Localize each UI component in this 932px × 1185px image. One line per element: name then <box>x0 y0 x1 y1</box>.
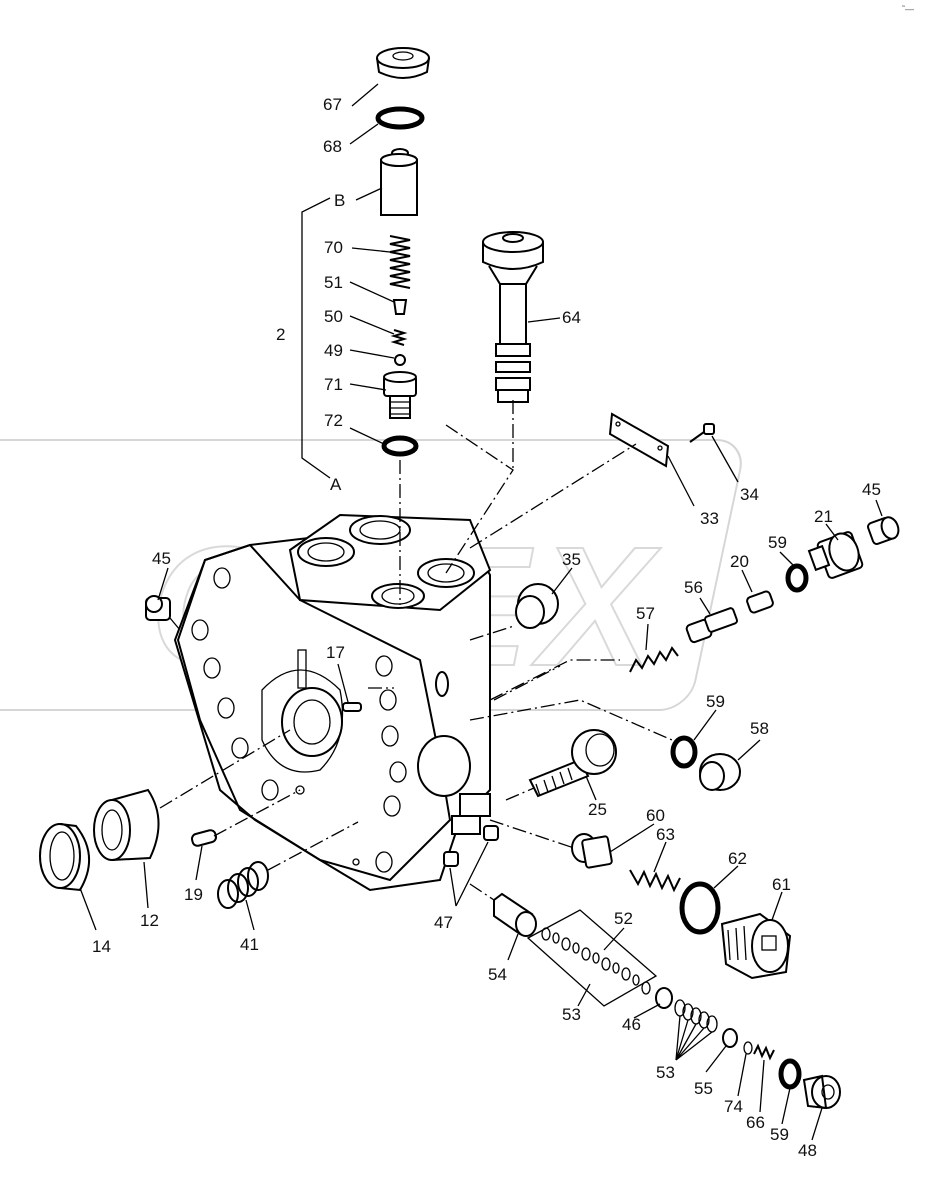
part-62-o-ring <box>679 881 721 935</box>
callout-60: 60 <box>646 806 665 825</box>
callout-b: B <box>334 191 345 210</box>
callout-57: 57 <box>636 604 655 623</box>
callout-34: 34 <box>740 485 759 504</box>
callout-47: 47 <box>434 913 453 932</box>
callout-51: 51 <box>324 273 343 292</box>
callout-25: 25 <box>588 800 607 819</box>
corner-mark: ˜— <box>901 4 914 14</box>
part-60-sleeve <box>571 833 613 869</box>
part-70-spring <box>389 235 411 289</box>
callout-35: 35 <box>562 550 581 569</box>
callout-71: 71 <box>324 375 343 394</box>
callout-70: 70 <box>324 238 343 257</box>
part-45-plug-right <box>867 516 900 545</box>
part-56-valve <box>685 607 738 644</box>
callout-58: 58 <box>750 719 769 738</box>
leader-53-fan <box>675 1015 713 1061</box>
callout-56: 56 <box>684 578 703 597</box>
callout-68: 68 <box>323 137 342 156</box>
part-17-pin <box>342 702 362 712</box>
callout-45-left: 45 <box>152 549 171 568</box>
callout-62: 62 <box>728 849 747 868</box>
part-52-washers <box>552 932 640 986</box>
part-34-screw <box>689 423 715 443</box>
callout-54: 54 <box>488 965 507 984</box>
part-20-pin <box>746 590 774 614</box>
part-57-spring <box>629 646 679 673</box>
callout-49: 49 <box>324 341 343 360</box>
callout-14: 14 <box>92 937 111 956</box>
part-25-bolt <box>528 729 617 798</box>
callout-63: 63 <box>656 825 675 844</box>
callout-48: 48 <box>798 1141 817 1160</box>
part-63-spring <box>629 869 681 893</box>
part-58-plug <box>699 753 741 791</box>
part-21-fitting <box>807 531 864 579</box>
part-74-washer <box>743 1041 753 1055</box>
part-66-spring <box>753 1043 775 1061</box>
callout-a: A <box>330 475 342 494</box>
callout-12: 12 <box>140 911 159 930</box>
callout-61: 61 <box>772 875 791 894</box>
callout-74: 74 <box>724 1097 743 1116</box>
assembly-lines <box>159 400 673 901</box>
callout-17: 17 <box>326 643 345 662</box>
callout-64: 64 <box>562 308 581 327</box>
part-72-o-ring <box>381 435 419 457</box>
part-53-shims-lower <box>674 999 718 1033</box>
part-48-plug <box>802 1074 841 1110</box>
part-33-plate <box>608 412 670 468</box>
part-59-o-ring-mid <box>670 735 698 769</box>
part-45-plug-left <box>145 595 171 621</box>
callout-53-upper: 53 <box>562 1005 581 1024</box>
part-59-o-ring-bottom <box>778 1058 802 1090</box>
part-12-bearing <box>93 788 160 861</box>
part-46-spacer <box>655 987 673 1009</box>
callout-20: 20 <box>730 552 749 571</box>
part-67-plug <box>376 47 430 79</box>
callout-72: 72 <box>324 411 343 430</box>
callout-66: 66 <box>746 1113 765 1132</box>
callout-67: 67 <box>323 95 342 114</box>
callout-45-right: 45 <box>862 480 881 499</box>
callout-41: 41 <box>240 935 259 954</box>
callout-59-bottom: 59 <box>770 1125 789 1144</box>
callout-19: 19 <box>184 885 203 904</box>
part-49-ball <box>394 354 406 366</box>
callout-33: 33 <box>700 509 719 528</box>
main-valve-body <box>173 513 492 892</box>
part-71-valve-body <box>383 371 417 419</box>
part-51-seat <box>392 299 408 315</box>
bracket-53-52 <box>526 909 658 1007</box>
callout-53-lower: 53 <box>656 1063 675 1082</box>
part-68-o-ring <box>375 106 425 130</box>
callout-59-top: 59 <box>768 533 787 552</box>
leader-lines <box>79 83 883 1141</box>
part-35-cap <box>515 583 559 629</box>
part-19-pin <box>190 829 218 847</box>
part-piston-b <box>380 148 418 216</box>
callout-50: 50 <box>324 307 343 326</box>
callout-2: 2 <box>276 325 285 344</box>
callout-21: 21 <box>814 507 833 526</box>
part-47-plug-a <box>483 825 499 841</box>
part-14-ring <box>39 823 91 892</box>
part-41-spring <box>217 861 269 909</box>
part-59-o-ring-top <box>785 563 809 593</box>
bracket-2 <box>301 197 331 479</box>
part-54-poppet <box>493 892 537 937</box>
callout-52: 52 <box>614 909 633 928</box>
part-47-plug-b <box>443 851 459 867</box>
part-50-spring <box>390 329 408 346</box>
callout-59-mid: 59 <box>706 692 725 711</box>
callout-55: 55 <box>694 1079 713 1098</box>
callout-labels: 67 68 B 70 51 2 50 49 71 72 64 A 34 33 4… <box>92 95 881 1160</box>
part-61-housing <box>720 912 792 980</box>
part-55-seat <box>722 1028 738 1048</box>
callout-46: 46 <box>622 1015 641 1034</box>
part-64-spool <box>482 231 544 403</box>
